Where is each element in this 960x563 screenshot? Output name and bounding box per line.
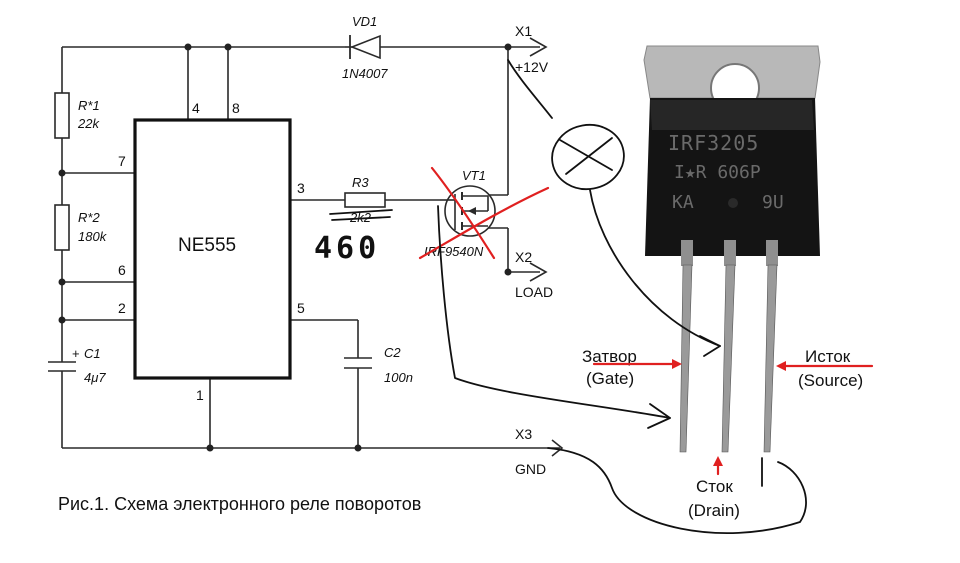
resistor-r2-symbol: [54, 204, 70, 251]
ic-pin-2: 2: [118, 300, 126, 316]
x1-label: +12V: [515, 59, 549, 75]
source-label-en: (Source): [798, 371, 863, 390]
ne555-ic-body: [133, 118, 292, 380]
irf3205-transistor-photo: IRF3205 I★R 606P KA 9U: [643, 45, 821, 453]
x2-ref: X2: [515, 249, 532, 265]
transistor-lead-gate: [681, 240, 693, 266]
r3-value: 2k2: [349, 210, 372, 225]
capacitor-c1-symbol: [48, 345, 76, 385]
ic-pin-7: 7: [118, 153, 126, 169]
transistor-lead-source: [766, 240, 778, 266]
mosfet-vt1-symbol: [440, 185, 496, 237]
connector-x3-arrow: [551, 439, 564, 457]
ic-pin-4: 4: [192, 100, 200, 116]
r2-ref: R*2: [78, 210, 100, 225]
r2-value: 180k: [78, 229, 108, 244]
r1-value: 22k: [77, 116, 100, 131]
c2-ref: C2: [384, 345, 401, 360]
ic-pin-1: 1: [196, 387, 204, 403]
junction-dots: [58, 43, 512, 452]
transistor-marking-line2: I★R 606P: [674, 162, 761, 183]
resistor-r1-symbol: [54, 92, 70, 139]
r3-value-strike: [329, 209, 393, 221]
connector-x1-arrow: [529, 37, 548, 57]
x1-ref: X1: [515, 23, 532, 39]
gate-red-arrow: [592, 359, 682, 369]
c1-ref: C1: [84, 346, 101, 361]
ic-pin-3: 3: [297, 180, 305, 196]
source-label-ru: Исток: [805, 347, 851, 366]
r1-ref: R*1: [78, 98, 100, 113]
transistor-marking-line3: KA: [672, 192, 694, 213]
gate-label-en: (Gate): [586, 369, 634, 388]
transistor-marking-line1: IRF3205: [668, 131, 759, 155]
c1-polarity-mark: +: [72, 346, 80, 361]
transistor-lead-drain: [724, 240, 736, 266]
transistor-marking-line4: 9U: [762, 192, 784, 213]
capacitor-c2-symbol: [344, 357, 372, 375]
drain-red-arrow: [713, 456, 723, 476]
connector-x2-arrow: [529, 262, 548, 282]
vt1-red-cross-annotation: [418, 166, 550, 260]
transistor-body: [645, 98, 820, 256]
ne555-label: NE555: [178, 235, 236, 256]
vt1-ref: VT1: [462, 168, 486, 183]
source-red-arrow: [776, 361, 874, 371]
schematic-wires: [61, 46, 560, 449]
handwritten-resistor-note: 460: [314, 231, 380, 266]
figure-caption: Рис.1. Схема электронного реле поворотов: [58, 494, 421, 514]
vd1-ref: VD1: [352, 14, 377, 29]
handdrawn-connection-lines: [437, 59, 807, 534]
x3-label: GND: [515, 461, 546, 477]
ic-pin-6: 6: [118, 262, 126, 278]
c2-value: 100n: [384, 370, 413, 385]
resistor-r3-symbol: [344, 192, 386, 208]
vd1-value: 1N4007: [342, 66, 388, 81]
r3-ref: R3: [352, 175, 369, 190]
ic-pin-5: 5: [297, 300, 305, 316]
x3-ref: X3: [515, 426, 532, 442]
drain-label-en: (Drain): [688, 501, 740, 520]
c1-value: 4μ7: [84, 370, 106, 385]
diode-vd1-symbol: [345, 34, 381, 60]
gate-label-ru: Затвор: [582, 347, 637, 366]
drain-label-ru: Сток: [696, 477, 733, 496]
x2-label: LOAD: [515, 284, 553, 300]
ic-pin-8: 8: [232, 100, 240, 116]
